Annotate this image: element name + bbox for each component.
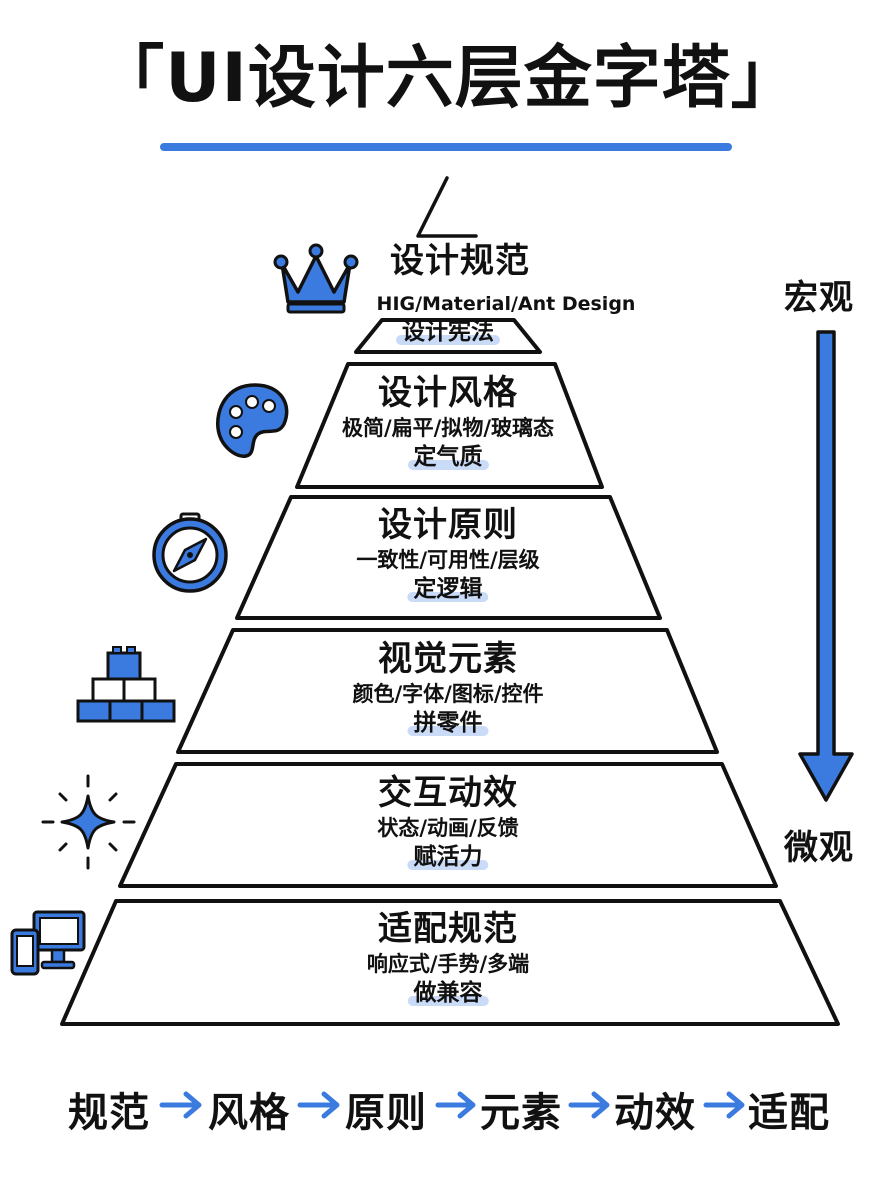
title-underline (160, 143, 732, 151)
pyramid-tier-4-band (176, 628, 719, 754)
tier-6-summary: 做兼容 (407, 980, 489, 1007)
tier-3-summary: 定逻辑 (407, 576, 489, 603)
tier-4-text: 视觉元素 颜色/字体/图标/控件 拼零件 (352, 639, 544, 737)
tier-3-keywords: 一致性/可用性/层级 (356, 547, 540, 572)
tier-4-keywords: 颜色/字体/图标/控件 (352, 681, 544, 706)
scale-bottom-label: 微观 (784, 828, 854, 868)
flow-step-4: 元素 (480, 1090, 562, 1136)
tier-6-keywords: 响应式/手势/多端 (366, 951, 530, 976)
flow-step-5: 动效 (614, 1090, 696, 1136)
tier-1-keywords-wrap: HIG/Material/Ant Design (377, 289, 636, 316)
tier-4-name: 视觉元素 (377, 639, 518, 679)
flow-arrow-2 (297, 1091, 340, 1119)
title-block: 「UI设计六层金字塔」 (0, 39, 896, 118)
pyramid-tier-5-band (118, 762, 778, 888)
tier-5-name: 交互动效 (378, 773, 518, 813)
tier-1-text: 设计规范 (390, 241, 530, 281)
devices-icon (10, 910, 86, 976)
crown-icon (273, 243, 359, 314)
tier-2-text: 设计风格 极简/扁平/拟物/玻璃态 定气质 (341, 373, 555, 471)
sparkle-icon (41, 774, 136, 870)
pyramid-tier-3-band (235, 495, 662, 620)
compass-icon (152, 512, 228, 593)
tier-1-summary-wrap: 设计宪法 (396, 316, 500, 346)
tier-3-text: 设计原则 一致性/可用性/层级 定逻辑 (356, 505, 540, 603)
flow-arrow-1 (159, 1091, 202, 1119)
palette-icon (216, 383, 289, 458)
macro-to-micro-arrow (798, 330, 854, 802)
tier-1-name: 设计规范 (390, 241, 530, 281)
flow-step-3: 原则 (345, 1090, 427, 1136)
tier-1-keywords: HIG/Material/Ant Design (376, 293, 636, 315)
pyramid-tier-2-band (295, 362, 604, 489)
flow-step-1: 规范 (68, 1090, 150, 1136)
pyramid-apex (416, 176, 478, 238)
tier-1-summary: 设计宪法 (396, 319, 500, 346)
building-blocks-icon (76, 646, 176, 723)
tier-5-keywords: 状态/动画/反馈 (377, 815, 519, 840)
flow-arrow-5 (703, 1091, 745, 1119)
tier-6-name: 适配规范 (378, 909, 518, 949)
tier-2-keywords: 极简/扁平/拟物/玻璃态 (341, 415, 555, 440)
tier-6-text: 适配规范 响应式/手势/多端 做兼容 (366, 909, 530, 1007)
flow-step-2: 风格 (208, 1090, 290, 1136)
tier-5-summary: 赋活力 (407, 844, 489, 871)
scale-top-label: 宏观 (784, 278, 854, 318)
tier-2-summary: 定气质 (407, 444, 489, 471)
tier-2-name: 设计风格 (377, 373, 518, 413)
flow-arrow-3 (435, 1091, 476, 1119)
pyramid-tier-6-band (60, 899, 840, 1026)
flow-step-6: 适配 (748, 1090, 830, 1136)
tier-5-text: 交互动效 状态/动画/反馈 赋活力 (377, 773, 519, 871)
page-title: 「UI设计六层金字塔」 (96, 39, 800, 118)
tier-4-summary: 拼零件 (407, 710, 489, 737)
flow-arrow-4 (568, 1091, 610, 1119)
tier-3-name: 设计原则 (378, 505, 518, 545)
